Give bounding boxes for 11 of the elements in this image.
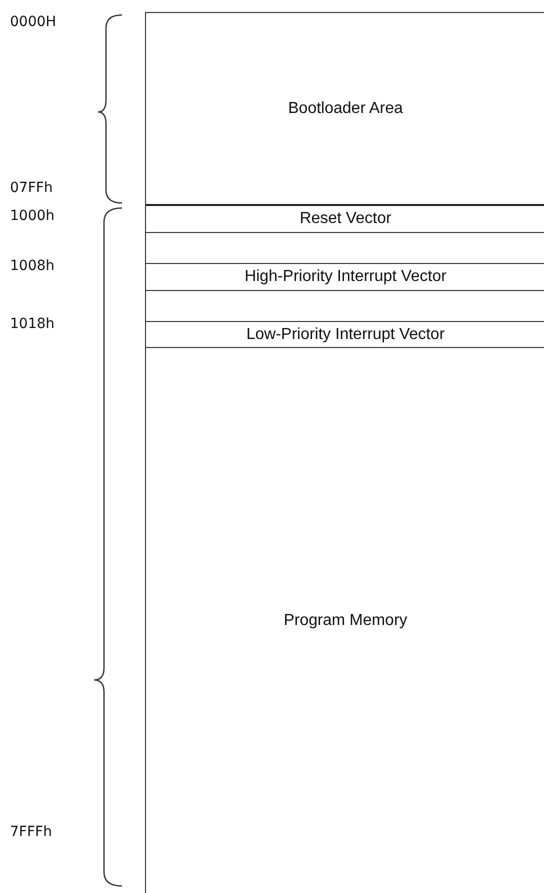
address-label: 07FFh (10, 180, 53, 196)
address-label: 1000h (10, 208, 55, 224)
address-label: 1018h (10, 316, 55, 332)
memory-region: Bootloader Area (146, 13, 544, 206)
address-label: 7FFFh (10, 824, 52, 840)
memory-region: Low-Priority Interrupt Vector (146, 321, 544, 348)
address-label: 0000H (10, 14, 56, 30)
memory-region: High-Priority Interrupt Vector (146, 263, 544, 291)
memory-region: Program Memory (146, 348, 544, 893)
address-label: 1008h (10, 258, 55, 274)
memory-region: Reset Vector (146, 206, 544, 233)
